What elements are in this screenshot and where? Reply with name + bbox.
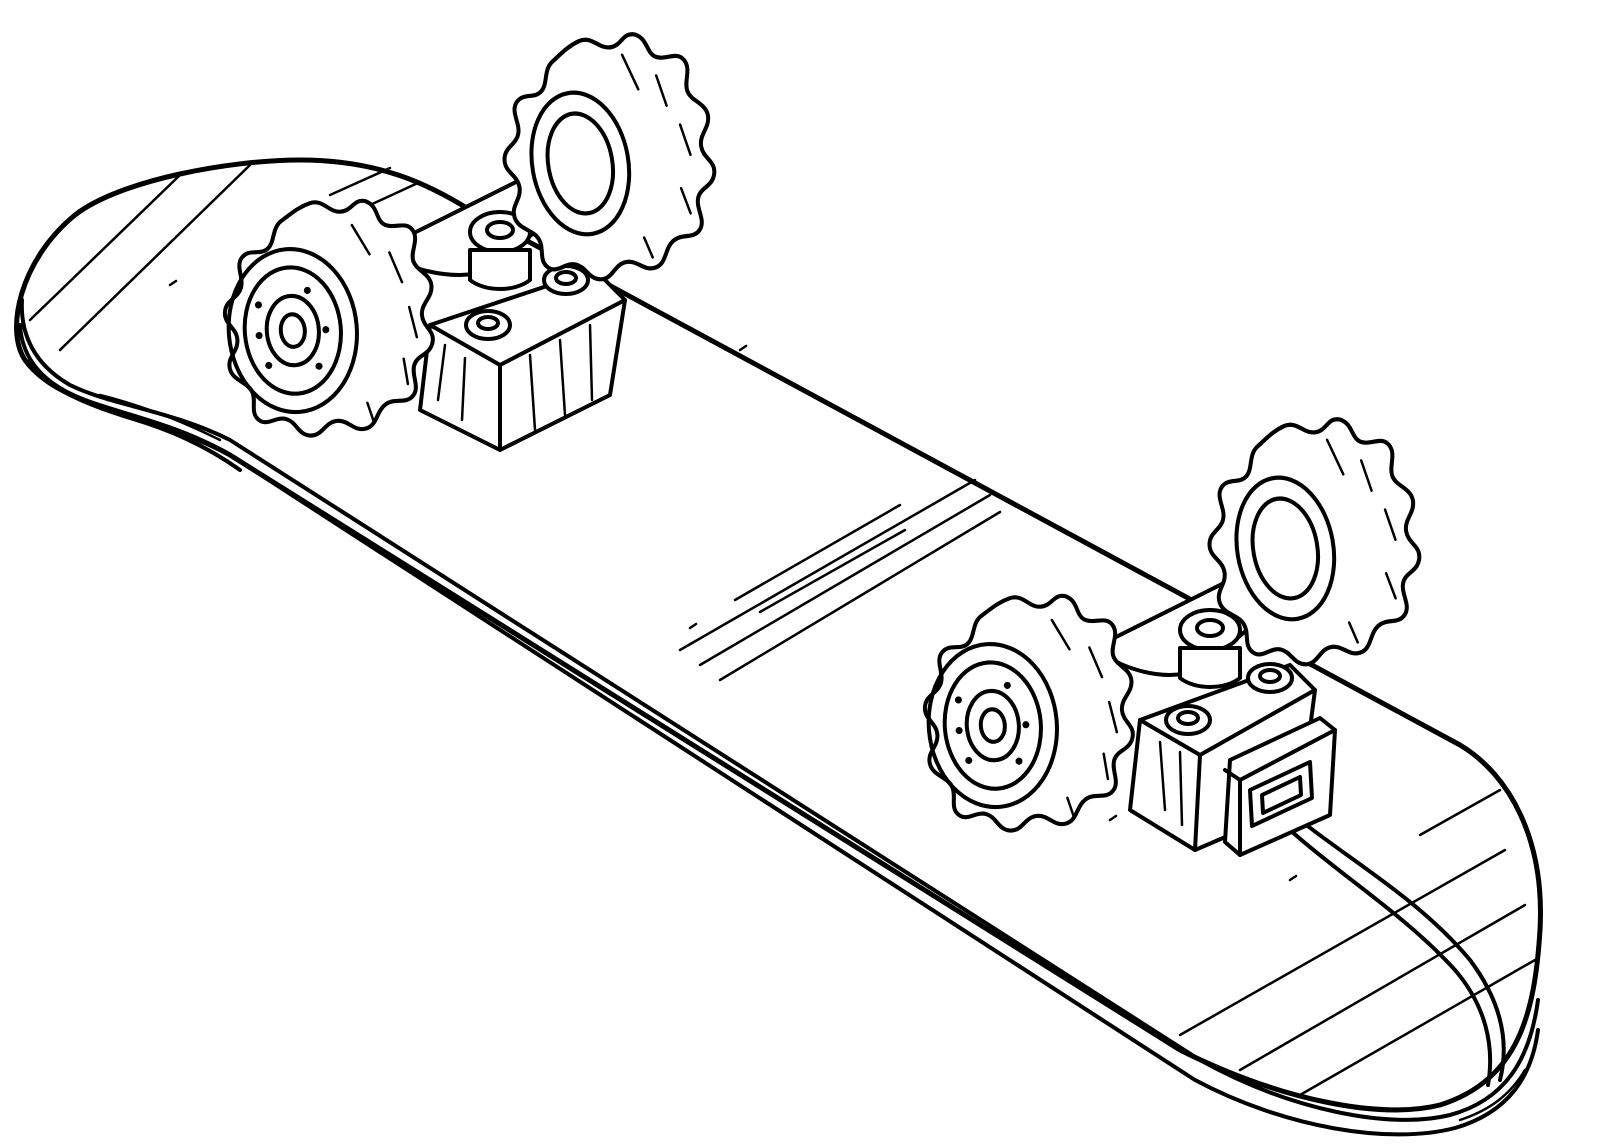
grain-nose-4 — [368, 180, 422, 207]
rear-truck-baseplate — [418, 268, 627, 452]
grain-nose-1 — [28, 173, 182, 322]
grain-tail-3 — [1298, 958, 1537, 1097]
grain-mid-3 — [718, 510, 1002, 682]
front-left-wheel — [916, 588, 1144, 837]
wire-inner — [1288, 828, 1493, 1087]
switch-module — [1223, 716, 1337, 857]
grain-mid-4 — [733, 503, 902, 602]
front-plate-line-1 — [1158, 740, 1167, 812]
tick-1 — [168, 279, 178, 287]
deck-edge-upper — [19, 298, 1540, 1122]
front-right-wheel — [1191, 406, 1438, 678]
front-bolt-1-hole — [1176, 710, 1200, 726]
front-kingpin-hole — [1195, 618, 1225, 638]
tick-3 — [688, 622, 698, 630]
wire — [1298, 818, 1506, 1082]
front-bushing — [1178, 646, 1242, 689]
rear-bolt-2-hole — [554, 270, 578, 286]
grain-tail-4 — [1418, 788, 1502, 837]
switch-housing-face — [1223, 728, 1337, 857]
rear-right-wheel — [486, 21, 733, 293]
tick-2 — [738, 344, 748, 352]
grain-tail-1 — [1178, 848, 1507, 1037]
switch-button-inner — [1260, 775, 1303, 815]
grain-mid-2 — [698, 493, 992, 667]
rear-kingpin-hole — [485, 220, 515, 240]
tick-5 — [1288, 874, 1298, 882]
rear-bushing — [468, 248, 532, 291]
front-bolt-1 — [1164, 704, 1212, 736]
deck — [14, 157, 1543, 1137]
rear-plate-line-2 — [460, 356, 467, 422]
front-bolt-2 — [1246, 662, 1294, 694]
front-truck-baseplate-edge — [1193, 753, 1202, 852]
rear-left-wheel — [216, 193, 444, 442]
rear-plate-line-3 — [528, 353, 537, 432]
rear-plate-line-5 — [588, 323, 594, 402]
deck-edge-line-1 — [98, 393, 222, 442]
rear-bolt-1-hole — [476, 315, 500, 331]
deck-edge-line-2 — [1458, 1068, 1527, 1122]
grain-nose-3 — [328, 166, 392, 197]
rear-plate-line-1 — [436, 343, 447, 402]
front-plate-line-2 — [1178, 750, 1184, 827]
grain-nose-2 — [58, 163, 252, 352]
deck-edge-lower — [28, 358, 242, 472]
grain-tail-2 — [1238, 903, 1527, 1072]
grain-mid-5 — [758, 528, 907, 614]
grain-mid-1 — [678, 478, 977, 652]
rear-bolt-1 — [464, 309, 512, 341]
tick-4 — [1108, 814, 1118, 822]
front-bolt-2-hole — [1258, 668, 1282, 684]
rear-plate-line-4 — [558, 338, 567, 417]
